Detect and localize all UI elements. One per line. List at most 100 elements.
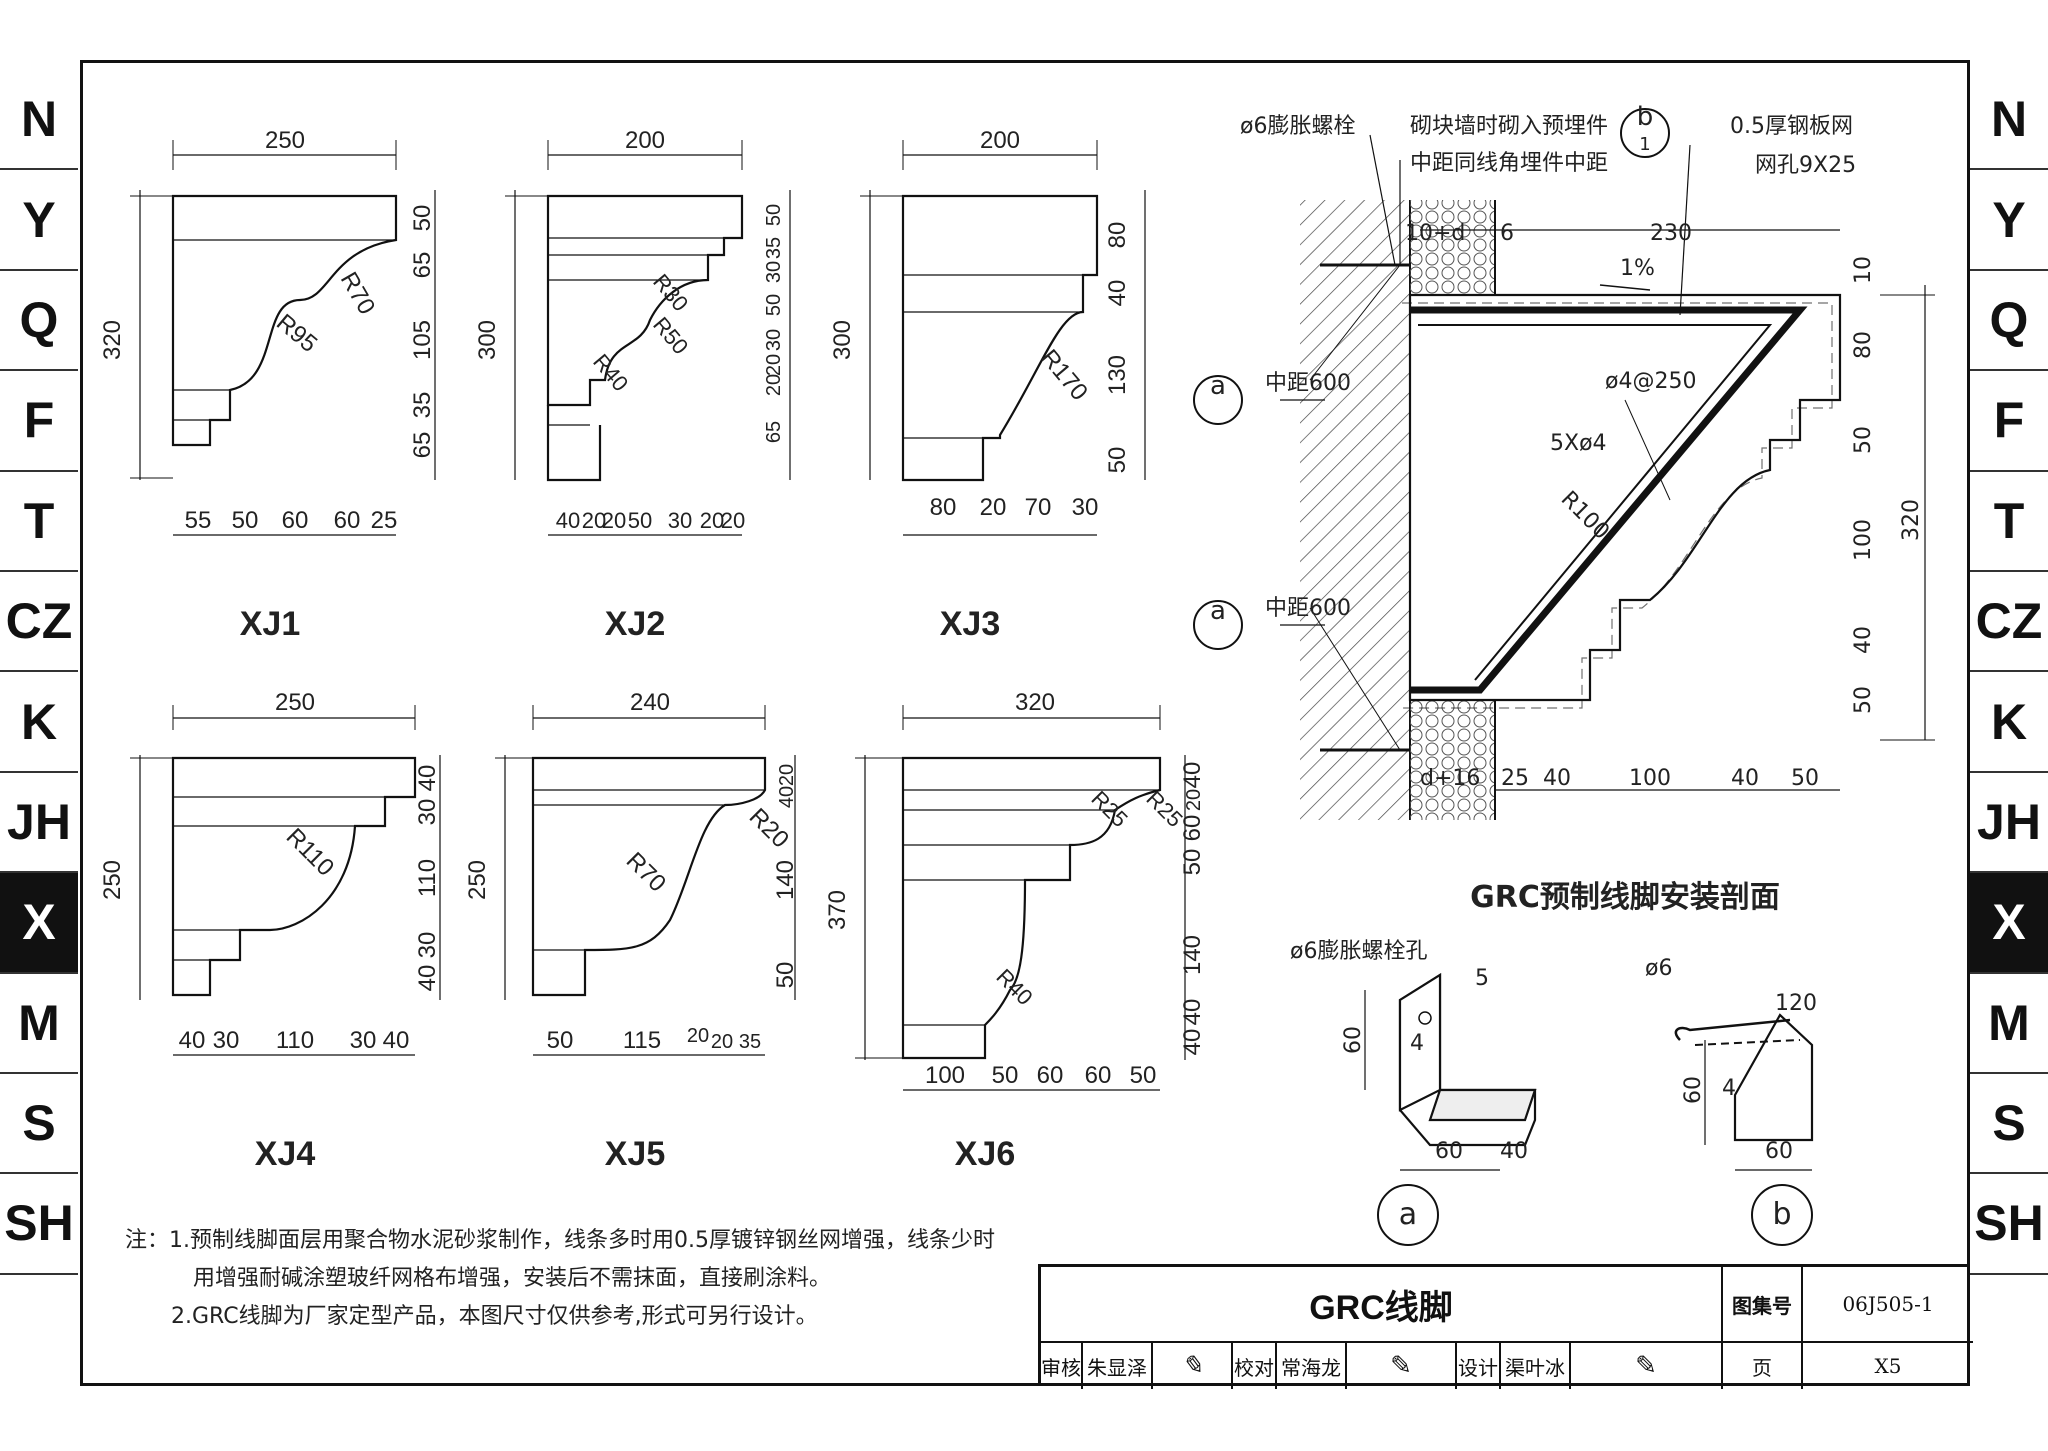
index-tab-k[interactable]: K [1970, 672, 2048, 773]
atlas-label: 图集号 [1723, 1267, 1803, 1343]
section-d-top: 10+d [1405, 221, 1465, 246]
drawing-frame [80, 60, 1970, 1386]
xj3-label: XJ3 [940, 605, 1001, 643]
xj1-dim-r0: 50 [409, 205, 436, 232]
index-tab-s[interactable]: S [1970, 1074, 2048, 1175]
xj6-dim-r2: 60 [1179, 815, 1206, 842]
index-tab-y[interactable]: Y [1970, 170, 2048, 271]
detail-b-label: ø6 [1645, 956, 1672, 981]
index-tab-x-active[interactable]: X [0, 873, 78, 974]
xj6-dim-b4: 50 [1130, 1062, 1157, 1089]
section-mesh-label-2: 网孔9X25 [1755, 153, 1856, 178]
section-spacing-1: 中距600 [1265, 371, 1351, 396]
index-tab-y[interactable]: Y [0, 170, 78, 271]
drawing-title: GRC线脚 [1041, 1267, 1723, 1343]
profile-xj6 [855, 705, 1186, 1091]
checker-name: 常海龙 [1277, 1343, 1347, 1389]
notes-block: 注：1.预制线脚面层用聚合物水泥砂浆制作，线条多时用0.5厚镀锌钢丝网增强，线条… [125, 1222, 1045, 1336]
index-tab-sh[interactable]: SH [1970, 1174, 2048, 1275]
profile-xj2 [505, 140, 791, 536]
xj3-dim-r2: 130 [1104, 355, 1131, 395]
xj2-height: 300 [474, 320, 501, 360]
index-tab-t[interactable]: T [0, 472, 78, 572]
index-tab-x-active[interactable]: X [1970, 873, 2048, 974]
xj3-radius-0: R170 [1035, 345, 1093, 406]
xj4-width: 250 [275, 689, 315, 716]
xj1-dim-r1: 65 [409, 252, 436, 279]
xj2-label: XJ2 [605, 605, 666, 643]
detail-a-dim-5: 5 [1475, 966, 1489, 991]
index-tab-cz[interactable]: CZ [0, 572, 78, 673]
xj3-height: 300 [829, 320, 856, 360]
xj4-dim-r0: 40 [414, 765, 441, 792]
xj2-dim-b1: 20 [582, 508, 606, 533]
xj6-dim-b3: 60 [1085, 1062, 1112, 1089]
xj4-dim-b2: 110 [276, 1027, 314, 1054]
note-line-1: 注：1.预制线脚面层用聚合物水泥砂浆制作，线条多时用0.5厚镀锌钢丝网增强，线条… [125, 1228, 995, 1253]
xj2-dim-b2: 20 [602, 508, 626, 533]
index-tab-jh[interactable]: JH [0, 773, 78, 874]
xj2-dim-b5: 20 [700, 508, 724, 533]
detail-a-dim-60v: 60 [1341, 1026, 1366, 1054]
xj3-dim-b1: 20 [980, 494, 1007, 521]
xj4-dim-b4: 40 [383, 1027, 410, 1054]
section-dim-r2: 50 [1851, 426, 1876, 454]
index-tab-sh[interactable]: SH [0, 1174, 78, 1275]
xj2-dim-b6: 20 [721, 508, 745, 533]
design-label: 设计 [1457, 1343, 1501, 1389]
index-tab-q[interactable]: Q [1970, 271, 2048, 372]
xj6-dim-r6: 40 [1179, 1029, 1206, 1056]
xj4-dim-r4: 40 [414, 965, 441, 992]
xj1-dim-b0: 55 [185, 507, 212, 534]
index-tab-s[interactable]: S [0, 1074, 78, 1175]
index-tab-k[interactable]: K [0, 672, 78, 773]
xj6-width: 320 [1015, 689, 1055, 716]
xj2-dim-r0: 50 [763, 204, 785, 226]
section-embed-label-1: 砌块墙时砌入预埋件 [1410, 114, 1608, 139]
detail-b-tag: b [1772, 1197, 1791, 1232]
section-dim-b3: 40 [1731, 766, 1759, 791]
xj5-dim-r3: 50 [772, 962, 799, 989]
detail-a-dim-4: 4 [1410, 1031, 1424, 1056]
detail-a-bracket [1364, 973, 1537, 1246]
index-tab-n[interactable]: N [1970, 70, 2048, 171]
right-index-tabs: N Y Q F T CZ K JH X M S SH [1970, 70, 2048, 1275]
xj1-radius-1: R95 [271, 309, 322, 358]
index-tab-jh[interactable]: JH [1970, 773, 2048, 874]
section-dim-b4: 50 [1791, 766, 1819, 791]
xj4-dim-r2: 110 [414, 859, 441, 897]
index-tab-f[interactable]: F [1970, 371, 2048, 472]
reviewer-signature: ✎ [1153, 1343, 1233, 1389]
xj1-label: XJ1 [240, 605, 301, 643]
index-tab-m[interactable]: M [1970, 974, 2048, 1074]
xj1-dim-b2: 60 [282, 507, 309, 534]
index-tab-n[interactable]: N [0, 70, 78, 171]
index-tab-m[interactable]: M [0, 974, 78, 1074]
xj5-dim-b0: 50 [547, 1027, 574, 1054]
xj6-dim-b0: 100 [925, 1062, 965, 1089]
page-number: X5 [1874, 1354, 1902, 1378]
xj3-dim-b3: 30 [1072, 494, 1099, 521]
xj5-dim-r1: 40 [776, 786, 798, 808]
index-tab-t[interactable]: T [1970, 472, 2048, 572]
page-label: 页 [1723, 1343, 1803, 1389]
xj4-dim-b0: 40 [179, 1027, 206, 1054]
detail-a-dim-40: 40 [1500, 1139, 1528, 1164]
section-embed-label-2: 中距同线角埋件中距 [1410, 151, 1608, 176]
section-dim-r4: 40 [1851, 626, 1876, 654]
xj3-dim-b2: 70 [1025, 494, 1052, 521]
left-index-tabs: N Y Q F T CZ K JH X M S SH [0, 70, 78, 1275]
check-label: 校对 [1233, 1343, 1277, 1389]
detail-b-dim-60v: 60 [1681, 1076, 1706, 1104]
xj1-dim-r3: 35 [409, 392, 436, 419]
xj1-height: 320 [99, 320, 126, 360]
xj6-dim-r4: 140 [1179, 935, 1206, 975]
section-mesh-label-1: 0.5厚钢板网 [1730, 114, 1853, 139]
index-tab-f[interactable]: F [0, 371, 78, 472]
xj5-width: 240 [630, 689, 670, 716]
xj4-height: 250 [99, 860, 126, 900]
index-tab-cz[interactable]: CZ [1970, 572, 2048, 673]
xj5-dim-r0: 20 [776, 764, 798, 786]
index-tab-q[interactable]: Q [0, 271, 78, 372]
section-dim-r5: 50 [1851, 686, 1876, 714]
